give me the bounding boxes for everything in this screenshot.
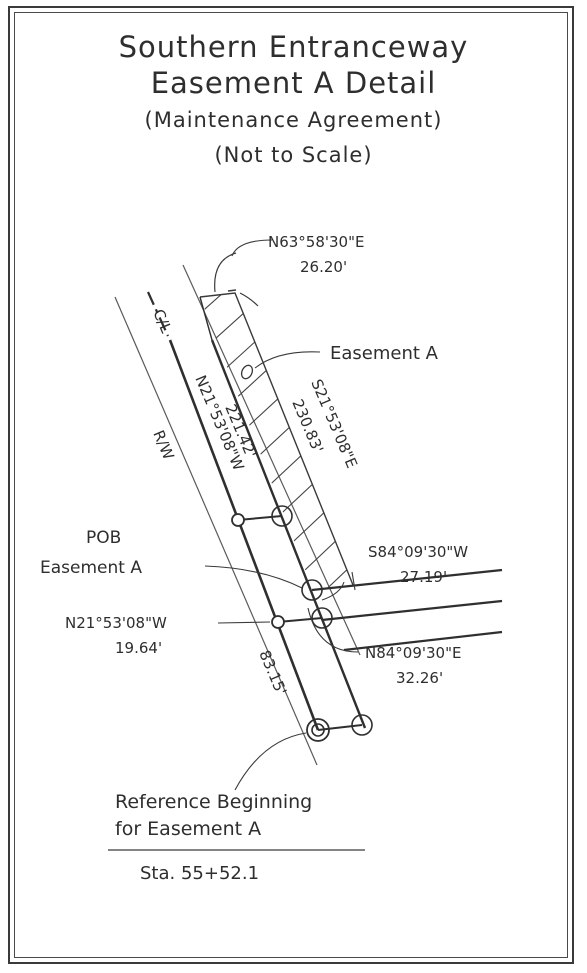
break-arc-right	[239, 292, 259, 307]
station-label: Sta. 55+52.1	[140, 863, 259, 884]
monument-point	[311, 607, 333, 629]
top-bearing-label: N63°58'30"E	[268, 233, 364, 251]
mid-distance-label: 19.64'	[115, 639, 162, 657]
road-centerline	[168, 339, 320, 731]
north-distance-label: 32.26'	[396, 669, 443, 687]
easement-north-corner	[199, 296, 213, 341]
leader-pob	[204, 565, 303, 589]
leader-north-bearing	[307, 607, 359, 653]
monument-point	[271, 505, 293, 527]
leader-reference	[234, 732, 307, 791]
title-line-2: Easement A Detail	[150, 66, 437, 100]
north-bearing-label: N84°09'30"E	[365, 644, 461, 662]
reference-distance-label: 83.15'	[255, 648, 290, 698]
title-line-1: Southern Entranceway	[118, 30, 469, 64]
inner-border	[14, 12, 568, 958]
title-line-3: (Maintenance Agreement)	[144, 108, 443, 132]
monument-point	[351, 714, 373, 736]
centerline-dash	[146, 291, 170, 337]
easement-marker	[240, 364, 254, 380]
mid-bearing-label: N21°53'08"W	[65, 614, 167, 632]
leader-south-bearing	[321, 581, 345, 601]
break-arc-top	[214, 252, 237, 293]
monument-point	[231, 513, 245, 527]
right-of-way-line-east	[182, 264, 361, 656]
pob-label-line2: Easement A	[40, 558, 142, 578]
south-distance-label: 27.19'	[400, 568, 447, 586]
centerline-label: C/L	[149, 307, 175, 337]
monument-point	[311, 723, 325, 737]
leader-top-bearing	[231, 239, 273, 257]
south-bearing-label: S84°09'30"W	[368, 543, 468, 561]
title-line-4: (Not to Scale)	[214, 143, 373, 167]
side-street-line-1	[311, 568, 503, 592]
monument-point	[306, 718, 330, 742]
leader-tick	[351, 571, 356, 591]
reference-label-line2: for Easement A	[115, 818, 261, 840]
monument-point	[301, 579, 323, 601]
leader-easement	[254, 351, 321, 369]
leader-mid-bearing	[217, 621, 271, 624]
outer-border	[8, 6, 574, 964]
easement-east-line	[210, 339, 367, 729]
easement-label: Easement A	[330, 343, 439, 364]
tie-line-mid	[277, 617, 323, 623]
side-street-line-2	[321, 599, 503, 622]
right-of-way-line-west	[114, 296, 318, 766]
side-street-line-3	[343, 630, 503, 652]
easement-top-edge	[227, 289, 237, 292]
tie-line-lower	[317, 724, 363, 731]
easement-boundary	[199, 292, 354, 586]
pob-label-line1: POB	[86, 528, 121, 548]
monument-point	[271, 615, 285, 629]
reference-label-line1: Reference Beginning	[115, 791, 312, 813]
tie-line-upper	[237, 515, 283, 521]
top-distance-label: 26.20'	[300, 258, 347, 276]
